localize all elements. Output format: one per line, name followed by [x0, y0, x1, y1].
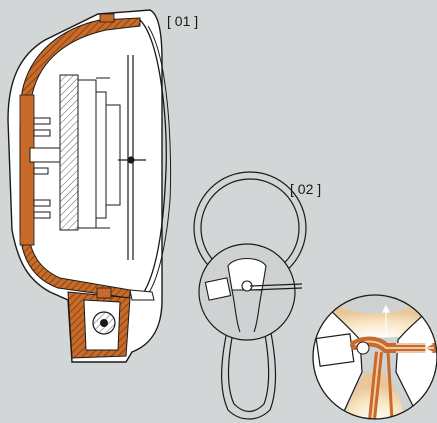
clamp-loop — [221, 295, 277, 420]
wire-rod — [249, 283, 303, 287]
gear-plate — [59, 74, 79, 231]
label-part-02: [ 02 ] — [290, 181, 321, 197]
housing-section-view — [7, 9, 172, 363]
detail-marker-circle — [198, 243, 296, 341]
lamp-rod — [118, 55, 146, 260]
reflector-assembly — [77, 77, 121, 229]
cast-wall — [19, 17, 141, 299]
left-wall-band — [19, 94, 35, 246]
label-part-01: [ 01 ] — [167, 13, 198, 29]
magnified-detail — [312, 294, 437, 420]
detail-circle-outline — [312, 294, 437, 420]
front-glass — [139, 19, 167, 299]
top-clip — [99, 13, 115, 23]
clamp-body — [204, 257, 267, 333]
